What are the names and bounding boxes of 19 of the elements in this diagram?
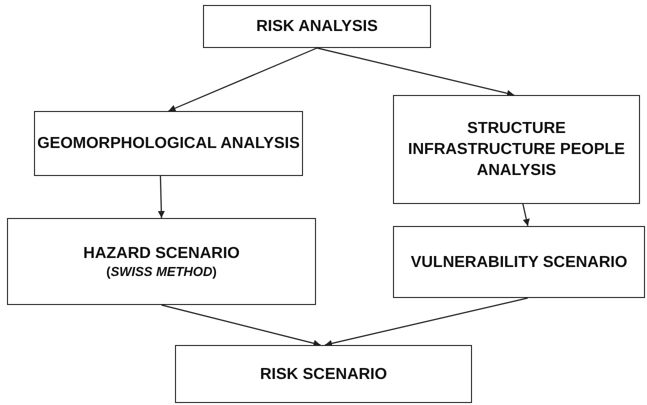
arrow [522, 204, 530, 226]
box-label: RISK SCENARIO [260, 364, 388, 384]
box-subtitle: (SWISS METHOD) [106, 264, 217, 280]
result-box [175, 345, 472, 403]
arrow [168, 47, 318, 112]
box-label: VULNERABILITY SCENARIO [410, 252, 628, 272]
process-box [393, 95, 640, 204]
arrow [316, 47, 514, 97]
box-label: STRUCTURE INFRASTRUCTURE PEOPLE ANALYSIS [407, 119, 626, 181]
process-box [34, 111, 303, 176]
arrow [324, 297, 528, 347]
arrow [161, 304, 321, 347]
title-box [203, 5, 431, 48]
process-box [393, 226, 645, 298]
box-label: GEOMORPHOLOGICAL ANALYSIS [37, 134, 300, 154]
box-label: HAZARD SCENARIO [83, 244, 240, 264]
arrow [158, 176, 165, 218]
box-label: RISK ANALYSIS [256, 17, 378, 37]
process-box [7, 218, 316, 305]
